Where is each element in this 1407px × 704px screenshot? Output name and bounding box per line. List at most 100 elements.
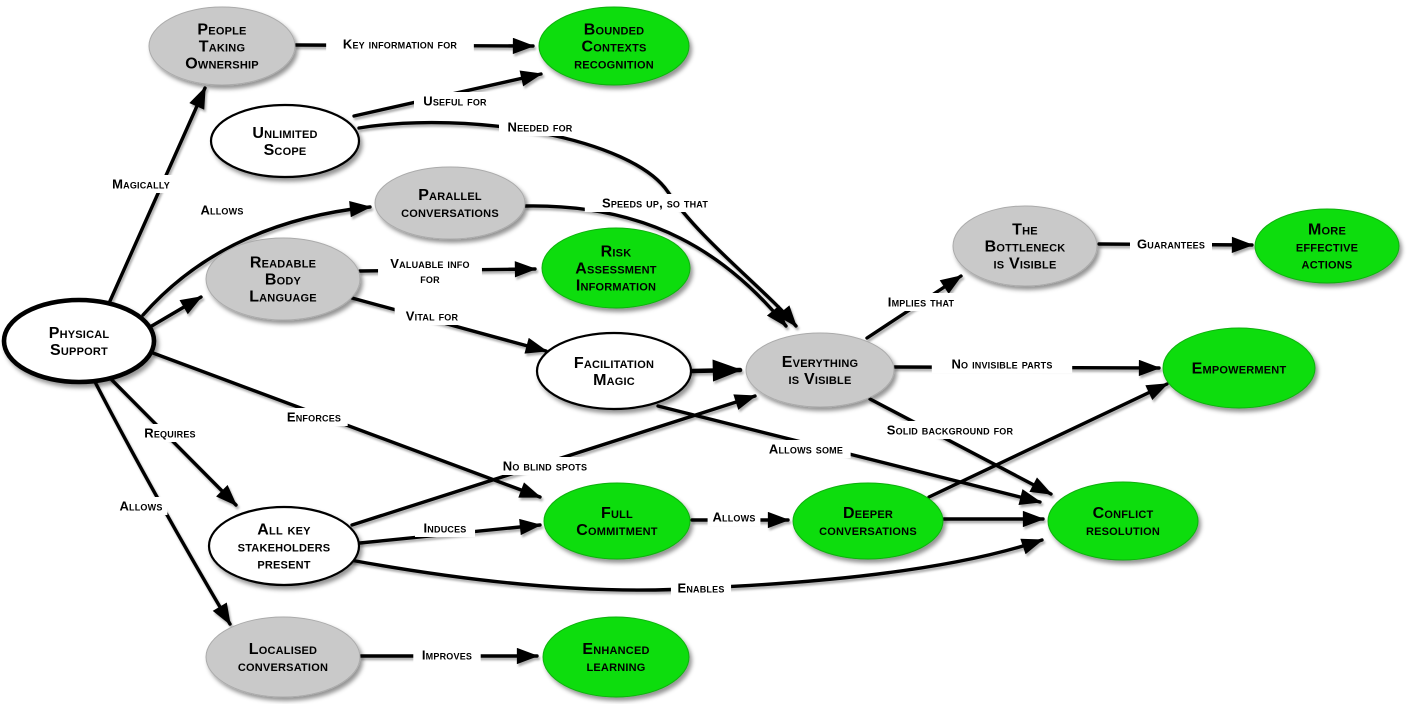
- edge-label-text: Induces: [423, 521, 466, 536]
- edge-label-mask: [670, 579, 732, 597]
- edge-needed-for[interactable]: [357, 120, 798, 328]
- edge-label-text: Improves: [422, 648, 472, 663]
- edge-label-allows-parallel: Allows: [195, 201, 249, 219]
- edge-label-mask: [414, 92, 496, 110]
- edge-label-text: Enforces: [287, 410, 341, 425]
- edge-magically[interactable]: [108, 86, 207, 303]
- edge-label-allows-localised: Allows: [114, 497, 168, 515]
- edge-label-mask: [280, 408, 348, 426]
- node-ellipse[interactable]: [541, 227, 691, 309]
- node-ellipse[interactable]: [1047, 481, 1199, 561]
- node-empowerment[interactable]: Empowerment: [1162, 327, 1316, 409]
- node-ellipse[interactable]: [207, 505, 361, 587]
- edge-label-mask: [394, 307, 470, 325]
- node-ellipse[interactable]: [1, 297, 157, 385]
- edge-label-mask: [707, 508, 761, 526]
- node-ellipse[interactable]: [538, 6, 690, 86]
- node-ellipse[interactable]: [1162, 327, 1316, 409]
- node-ellipse[interactable]: [1254, 208, 1400, 284]
- node-ellipse[interactable]: [209, 103, 361, 179]
- edge-label-enables: Enables: [670, 579, 732, 597]
- node-ellipse[interactable]: [535, 331, 693, 411]
- edge-allows-parallel[interactable]: [141, 200, 372, 317]
- edge-label-needed-for: Needed for: [499, 118, 581, 136]
- edge-label-mask: [761, 440, 851, 458]
- edge-label-mask: [136, 424, 204, 442]
- edge-label-text: No invisible parts: [951, 357, 1052, 372]
- edge-label-useful-for: Useful for: [414, 92, 496, 110]
- edge-label-text: Allows: [200, 203, 243, 218]
- node-ellipse[interactable]: [792, 482, 944, 560]
- node-ellipse[interactable]: [542, 616, 690, 698]
- edge-label-improves: Improves: [413, 646, 481, 664]
- edge-label-text: Solid background for: [887, 423, 1014, 438]
- node-ellipse[interactable]: [952, 205, 1098, 287]
- node-ellipse[interactable]: [745, 332, 895, 408]
- node-ellipse[interactable]: [543, 482, 691, 560]
- edge-label-no-blind-spots: No blind spots: [489, 457, 601, 475]
- node-label: Empowerment: [1192, 361, 1287, 378]
- edge-deeper-empowerment[interactable]: [927, 382, 1169, 499]
- edge-label-mask: [414, 519, 476, 537]
- node-ellipse[interactable]: [205, 616, 361, 698]
- edge-label-layer: MagicallyAllowsEnforcesRequiresAllowsKey…: [103, 35, 1212, 664]
- edge-label-text: Magically: [112, 177, 170, 192]
- edge-solid-background-for[interactable]: [868, 397, 1053, 496]
- edge-label-requires: Requires: [136, 424, 204, 442]
- edge-facilitation-visibility[interactable]: [689, 359, 743, 382]
- edge-label-mask: [195, 201, 249, 219]
- edge-label-text: Key information for: [343, 37, 458, 52]
- edge-label-vital-for: Vital for: [394, 307, 470, 325]
- edge-label-key-information-for: Key information for: [326, 35, 474, 53]
- edge-label-guarantees: Guarantees: [1130, 235, 1212, 253]
- edge-label-text: Speeds up, so that: [602, 196, 708, 211]
- edge-label-mask: [326, 35, 474, 53]
- edge-label-text: Implies that: [888, 295, 955, 310]
- edge-supports-body-language[interactable]: [148, 295, 203, 329]
- node-ellipse[interactable]: [148, 6, 296, 86]
- edge-label-no-invisible-parts: No invisible parts: [931, 355, 1073, 373]
- edge-label-text: Allows: [119, 499, 162, 514]
- edge-label-mask: [931, 355, 1073, 373]
- edge-label-text: Vital for: [406, 309, 459, 324]
- edge-label-magically: Magically: [103, 175, 179, 193]
- edge-label-induces: Induces: [414, 519, 476, 537]
- node-ellipse[interactable]: [374, 166, 526, 240]
- edge-speeds-up-so-that[interactable]: [524, 204, 788, 328]
- node-ellipse[interactable]: [205, 237, 361, 321]
